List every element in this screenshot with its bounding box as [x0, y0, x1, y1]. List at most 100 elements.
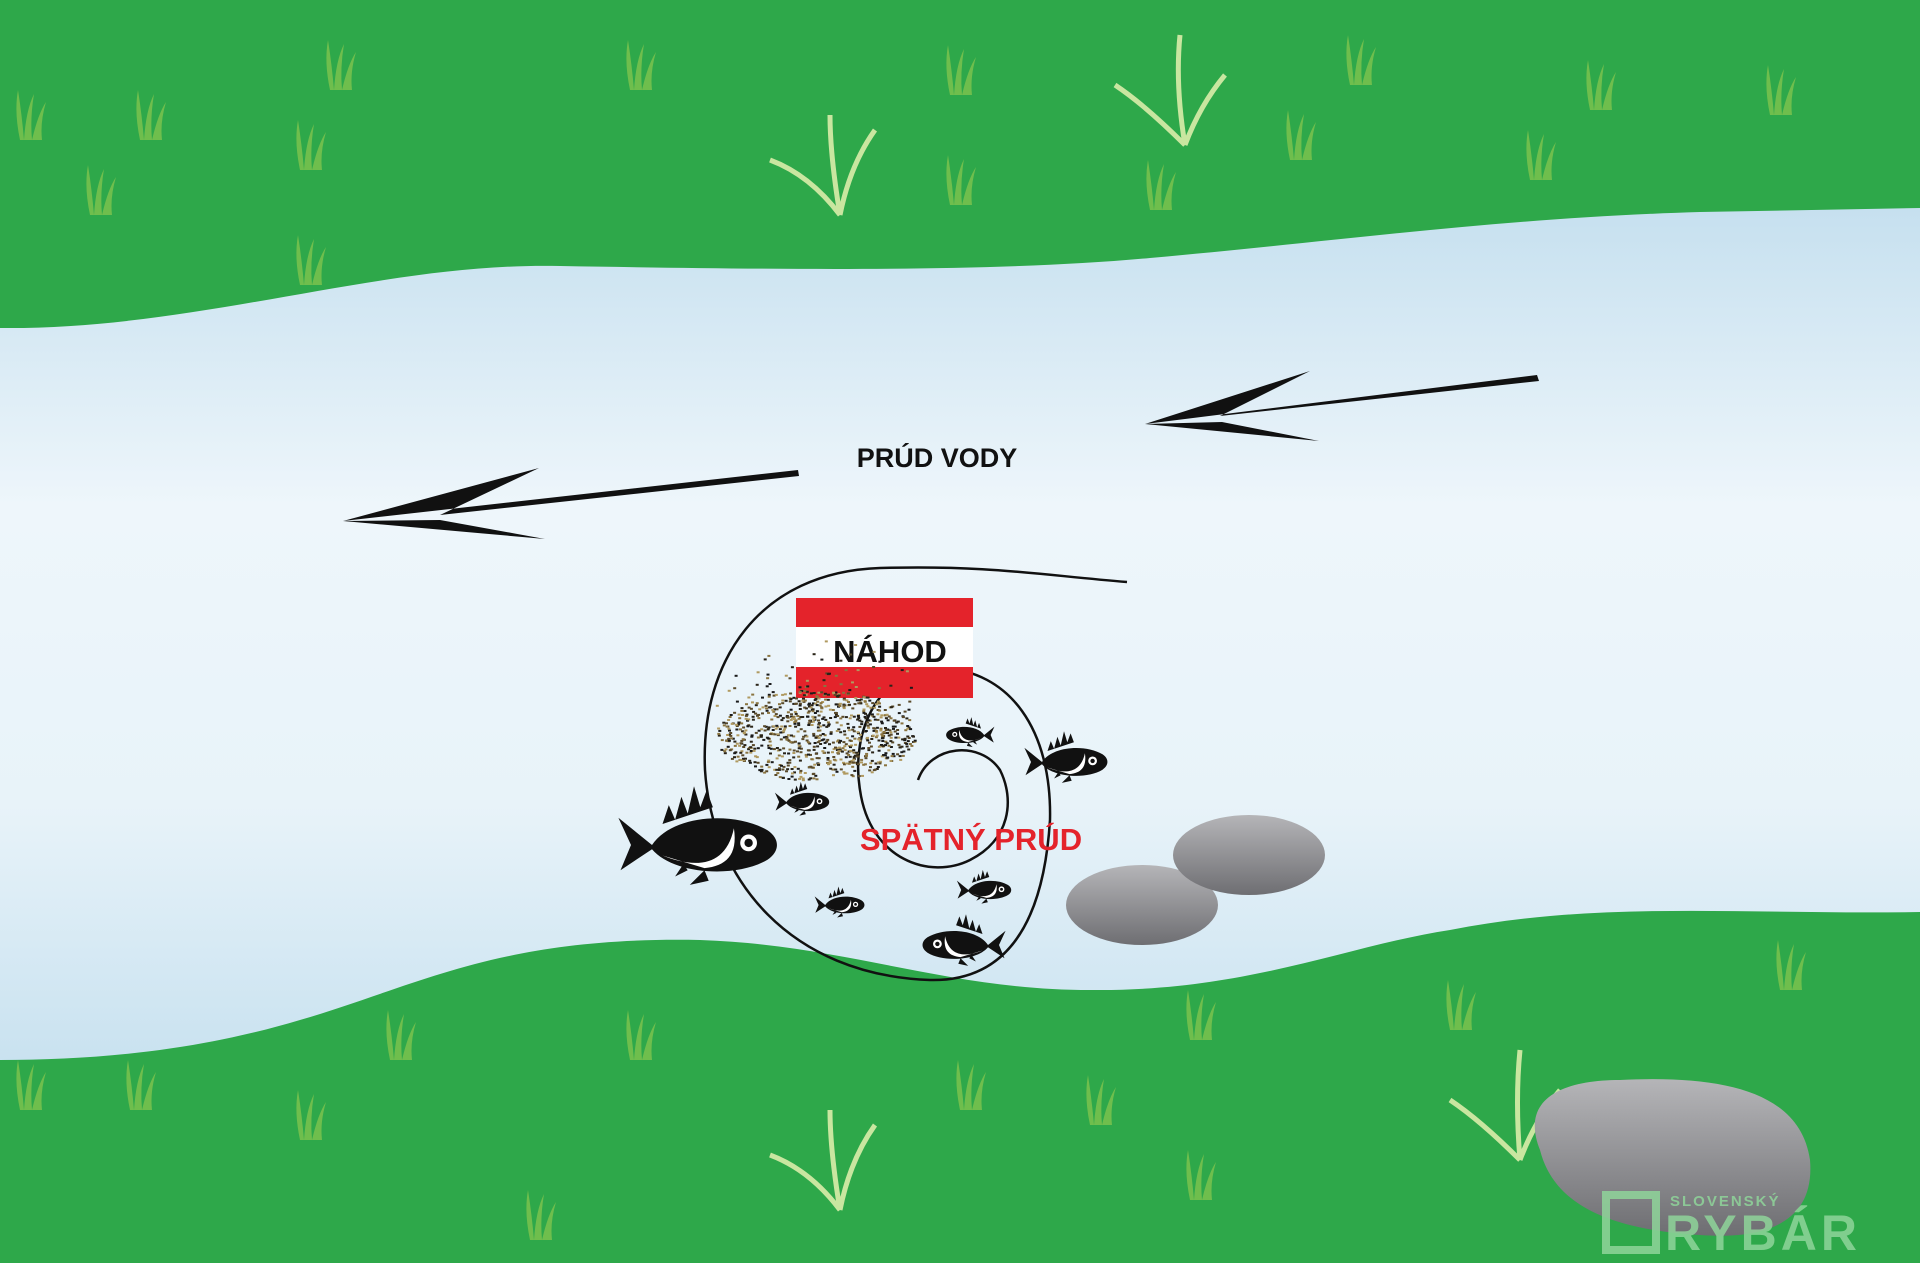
bait-particle	[834, 746, 837, 749]
bait-particle	[826, 757, 830, 759]
bait-particle	[725, 722, 728, 725]
bait-particle	[901, 716, 905, 719]
bait-particle	[810, 704, 814, 707]
bait-particle	[790, 713, 793, 716]
bait-particle	[883, 754, 887, 757]
bait-particle	[761, 706, 765, 709]
bait-particle	[847, 729, 851, 732]
bait-particle	[913, 740, 917, 743]
bait-particle	[867, 749, 871, 752]
bait-particle	[835, 721, 839, 724]
bait-particle	[797, 700, 801, 703]
bait-particle	[735, 742, 739, 745]
bait-particle	[878, 660, 882, 663]
bait-particle	[829, 731, 833, 734]
bait-particle	[793, 771, 796, 774]
bait-particle	[789, 698, 793, 701]
bait-particle	[881, 740, 885, 742]
bait-particle	[877, 749, 881, 752]
bait-particle	[848, 717, 852, 720]
bait-particle	[760, 728, 764, 731]
bait-particle	[737, 723, 741, 726]
backflow-spiral-line	[703, 566, 1128, 982]
bait-particle	[787, 752, 791, 755]
bait-particle	[856, 715, 860, 717]
bait-particle	[879, 727, 883, 730]
bait-particle	[804, 707, 808, 710]
bait-particle	[826, 758, 830, 761]
bait-particle	[868, 699, 872, 702]
bait-particle	[905, 745, 909, 748]
bait-particle	[834, 712, 838, 714]
bait-particle	[815, 704, 819, 707]
bait-particle	[862, 696, 866, 699]
bait-particle	[862, 763, 866, 766]
bait-particle	[774, 713, 778, 716]
bait-particle	[897, 743, 901, 746]
bait-particle	[887, 749, 891, 752]
bait-particle	[824, 705, 828, 708]
bait-particle	[866, 714, 870, 717]
bait-particle	[794, 702, 798, 705]
bait-particle	[881, 744, 885, 747]
bait-particle	[865, 703, 869, 706]
bait-particle	[760, 734, 763, 737]
bait-particle	[746, 719, 750, 722]
bait-particle	[787, 734, 791, 737]
bait-particle	[767, 701, 771, 704]
bait-particle	[896, 729, 900, 731]
bait-particle	[876, 700, 880, 703]
bait-particle	[788, 700, 792, 703]
bait-particle	[773, 715, 777, 717]
bait-particle	[776, 716, 780, 719]
bait-particle	[780, 755, 784, 758]
bait-particle	[817, 697, 821, 700]
bait-particle	[750, 734, 754, 737]
bait-particle	[851, 707, 855, 710]
bait-particle	[742, 731, 746, 734]
bait-particle	[853, 769, 857, 772]
bait-particle	[772, 748, 776, 751]
bait-particle	[769, 747, 773, 750]
bait-particle	[784, 674, 788, 677]
bait-particle	[755, 702, 759, 705]
bait-particle	[742, 746, 746, 748]
bait-particle	[762, 738, 766, 741]
bait-particle	[718, 729, 722, 732]
bait-particle	[860, 747, 864, 750]
bait-particle	[878, 702, 881, 705]
bait-particle	[794, 712, 798, 715]
bait-particle	[908, 743, 912, 745]
bait-particle	[813, 712, 817, 714]
bait-particle	[812, 692, 816, 694]
bait-particle	[876, 761, 880, 764]
bait-particle	[870, 707, 874, 710]
bait-particle	[878, 705, 882, 708]
bait-particle	[872, 715, 876, 718]
bait-particle	[751, 715, 755, 718]
bait-particle	[851, 735, 855, 738]
bait-particle	[889, 759, 893, 762]
bait-particle	[838, 748, 842, 751]
bait-particle	[851, 775, 855, 778]
bait-particle	[903, 737, 907, 740]
bait-particle	[907, 726, 911, 729]
bait-particle	[816, 726, 820, 729]
bait-particle	[825, 740, 829, 743]
bait-particle	[755, 683, 759, 686]
bait-particle	[866, 736, 869, 739]
bait-particle	[772, 694, 776, 697]
bait-particle	[765, 763, 769, 766]
bait-particle	[847, 701, 850, 703]
bait-particle	[906, 735, 910, 738]
bait-particle	[790, 734, 793, 737]
bait-particle	[780, 719, 784, 722]
bait-particle	[862, 710, 866, 713]
bait-particle	[782, 765, 786, 768]
bait-particle	[834, 768, 838, 771]
bait-particle	[730, 737, 734, 740]
bait-particle	[857, 717, 861, 719]
bait-particle	[863, 700, 867, 703]
bait-particle	[873, 718, 877, 721]
bait-particle	[777, 754, 781, 757]
